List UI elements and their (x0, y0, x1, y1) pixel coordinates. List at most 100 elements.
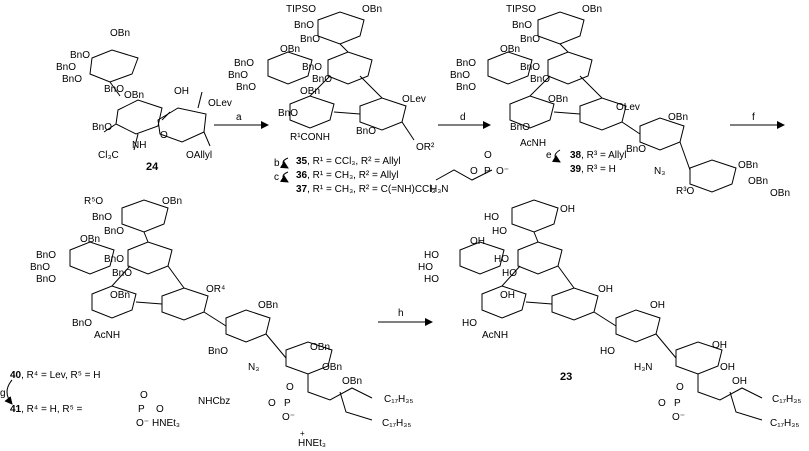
label-35-bno-7: BnO (312, 74, 333, 85)
ring-40-2 (127, 241, 173, 275)
label-35-olev: OLev (402, 94, 426, 105)
label-38-obn-2: OBn (500, 44, 521, 55)
label-40-bno-3: BnO (36, 250, 57, 261)
label-40-o-1: O (286, 382, 294, 393)
label-24-obn-top: OBn (110, 28, 131, 39)
step-e: e (546, 150, 552, 161)
label-40-acnh: AcNH (94, 330, 121, 341)
ring-23-2 (517, 241, 563, 275)
ring-23-3 (459, 241, 505, 275)
label-23-o-minus-2: O⁻ (672, 412, 686, 423)
label-23-oh-7: OH (720, 362, 735, 373)
label-24-bno-3: BnO (62, 74, 83, 85)
label-23-oh-4: OH (598, 284, 613, 295)
compound-36-row: 36, R¹ = CH₃, R² = Allyl (296, 170, 398, 181)
compound-40-row: 40, R⁴ = Lev, R⁵ = H (10, 370, 101, 381)
label-38-obn-7: OBn (770, 188, 791, 199)
step-f: f (752, 112, 755, 123)
label-38-obn-1: OBn (582, 4, 603, 15)
label-23-ho-8: HO (462, 318, 477, 329)
label-23-o-minus: O⁻ (496, 166, 510, 177)
label-23-ho-3: HO (424, 250, 439, 261)
label-38-bno-6: BnO (520, 62, 541, 73)
label-40-bno-6: BnO (104, 254, 125, 265)
ring-35-1 (317, 11, 365, 45)
label-40-obn-5: OBn (310, 342, 331, 353)
label-24-obn-mid: OBn (124, 90, 145, 101)
label-23-o-2: O (484, 150, 492, 161)
ring-40-1 (121, 199, 169, 233)
ring-38-1 (537, 11, 585, 45)
label-24-oh: OH (174, 86, 189, 97)
label-38-obn-6: OBn (748, 176, 769, 187)
compound-39: 39 (570, 164, 582, 175)
label-23-oh-3: OH (500, 290, 515, 301)
ring-23-5 (551, 287, 599, 321)
label-23-ho-6: HO (494, 254, 509, 265)
label-23-o-4: O (658, 398, 666, 409)
label-35-tipso: TIPSO (286, 4, 317, 15)
label-35-r1conh: R¹CONH (290, 132, 330, 143)
label-40-o-minus: O⁻ (282, 412, 296, 423)
label-35-bno-2: BnO (300, 34, 321, 45)
label-41-hnet3: HNEt₃ (152, 418, 180, 429)
label-40-obn-1: OBn (162, 196, 183, 207)
label-23-p: P (484, 166, 491, 177)
ring-23-6 (615, 309, 661, 343)
step-g: g (0, 388, 6, 399)
label-23-c17h35-1: C₁₇H₃₅ (772, 394, 802, 405)
label-38-r3o: R³O (676, 186, 695, 197)
label-35-bno-8: BnO (278, 108, 299, 119)
compound-41: 41 (10, 404, 22, 415)
ring-38-2 (547, 51, 593, 85)
label-40-obn-4: OBn (258, 300, 279, 311)
label-24-olev: OLev (208, 98, 232, 109)
label-35-bno-1: BnO (294, 20, 315, 31)
compound-35: 35 (296, 156, 308, 167)
compound-23: 23 (560, 371, 573, 383)
label-23-ho-5: HO (424, 274, 439, 285)
label-40-o-2: O (268, 398, 276, 409)
condition-36: , R¹ = CH₃, R² = Allyl (307, 170, 399, 181)
label-23-p2: P (674, 398, 681, 409)
compound-38: 38 (570, 150, 582, 161)
label-40-obn-7: OBn (342, 376, 363, 387)
label-38-bno-3: BnO (456, 58, 477, 69)
label-38-obn-4: OBn (668, 112, 689, 123)
label-23-oh-5: OH (650, 300, 665, 311)
label-40-bno-9: BnO (208, 346, 229, 357)
label-40-hnet3: HNEt₃ (298, 438, 326, 449)
label-40-obn-6: OBn (322, 362, 343, 373)
ring-23-1 (511, 199, 559, 233)
label-40-c17h35-1: C₁₇H₃₅ (384, 394, 414, 405)
ring-40-3 (69, 241, 115, 275)
label-38-bno-1: BnO (512, 20, 533, 31)
condition-37: , R¹ = CH₃, R² = C(=NH)CCl₃ (307, 184, 436, 195)
step-a: a (236, 112, 242, 123)
label-40-c17h35-2: C₁₇H₃₅ (382, 418, 412, 429)
label-40-p: P (284, 398, 291, 409)
ring-24-top (89, 49, 139, 83)
label-38-obn-3: OBn (548, 94, 569, 105)
label-40-obn-3: OBn (110, 290, 131, 301)
condition-38: , R³ = Allyl (581, 150, 627, 161)
ring-38-3 (487, 51, 533, 85)
label-23-oh-2: OH (470, 236, 485, 247)
compound-40: 40 (10, 370, 22, 381)
compound-37-row: 37, R¹ = CH₃, R² = C(=NH)CCl₃ (296, 184, 436, 195)
ring-24-mid (115, 99, 163, 135)
label-24-ccl3: Cl₃C (98, 150, 119, 161)
label-38-n3: N₃ (654, 166, 666, 177)
label-23-oh-8: OH (732, 376, 747, 387)
label-23-o-3: O (676, 382, 684, 393)
label-23-c17h35-2: C₁₇H₃₅ (770, 418, 800, 429)
label-41-o-minus: O⁻ (136, 418, 150, 429)
condition-40: , R⁴ = Lev, R⁵ = H (21, 370, 101, 381)
label-24-bno-4: BnO (104, 84, 125, 95)
step-d: d (460, 112, 466, 123)
label-24-bno-2: BnO (56, 62, 77, 73)
label-40-bno-1: BnO (92, 212, 113, 223)
label-24-o: O (160, 130, 168, 141)
label-38-bno-7: BnO (530, 74, 551, 85)
label-41-nhcbz: NHCbz (198, 396, 231, 407)
